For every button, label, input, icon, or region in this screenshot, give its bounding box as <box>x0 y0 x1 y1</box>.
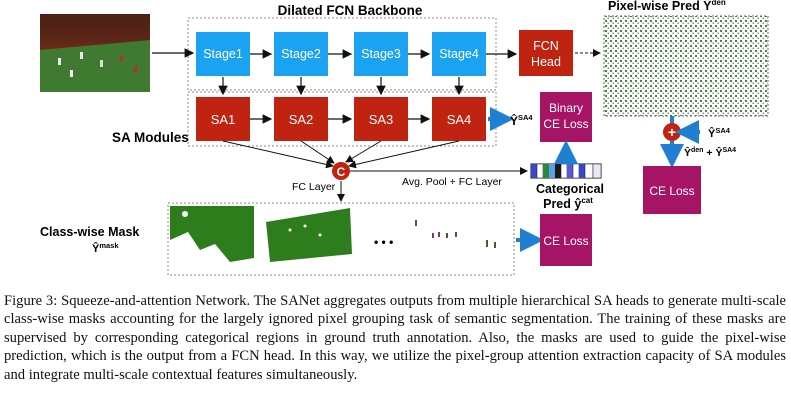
sa-1: SA1 <box>196 97 250 141</box>
pixelwise-pred-title: Pixel-wise Pred Ŷden <box>608 0 726 13</box>
input-image <box>40 14 150 92</box>
sa-modules-box <box>187 91 497 147</box>
mask-thumbnail-2 <box>266 208 352 262</box>
sa-4-label: SA4 <box>447 112 472 127</box>
mask-ce-loss-label: CE Loss <box>543 234 588 248</box>
mask-thumbnail-1 <box>170 206 254 270</box>
final-ce-loss: CE Loss <box>643 166 701 214</box>
stage-4: Stage4 <box>432 32 486 76</box>
concat-node: C <box>332 162 350 180</box>
backbone-title: Dilated FCN Backbone <box>278 3 423 18</box>
fcn-head-line2: Head <box>531 55 561 69</box>
stage-2-label: Stage2 <box>281 47 321 61</box>
sanet-figure: Dilated FCN Backbone Stage1 Stage2 Stage… <box>40 0 769 276</box>
figure-caption: Figure 3: Squeeze-and-attention Network.… <box>4 293 786 383</box>
mask-box <box>167 202 515 276</box>
sa-1-label: SA1 <box>211 112 236 127</box>
categorical-pred-vector <box>530 163 602 179</box>
final-ce-loss-label: CE Loss <box>649 184 694 198</box>
sa-3: SA3 <box>354 97 408 141</box>
y-mask-label: Ŷmask <box>92 241 119 255</box>
ellipsis: • • • <box>374 235 393 249</box>
categorical-pred-label-1: Categorical <box>536 182 604 196</box>
sa-4: SA4 <box>432 97 486 141</box>
fcn-head-line1: FCN <box>533 39 559 53</box>
sa-3-label: SA3 <box>369 112 394 127</box>
sum-formula: Ŷden + ŶSA4 <box>684 146 736 159</box>
binary-ce-loss-line2: CE Loss <box>543 117 588 131</box>
fc-layer-label: FC Layer <box>292 181 336 193</box>
mask-thumbnail-3 <box>415 220 496 248</box>
mask-ce-loss: CE Loss <box>540 214 592 266</box>
sa-modules-label: SA Modules <box>112 130 189 145</box>
concat-symbol: C <box>337 165 346 179</box>
y-sa4-label: ŶSA4 <box>510 113 533 128</box>
pixelwise-pred-map <box>603 15 769 117</box>
binary-ce-loss-line1: Binary <box>549 101 583 115</box>
stage-1-label: Stage1 <box>203 47 243 61</box>
sum-symbol: + <box>668 124 676 140</box>
stage-4-label: Stage4 <box>439 47 479 61</box>
stage-3-label: Stage3 <box>361 47 401 61</box>
stage-2: Stage2 <box>274 32 328 76</box>
binary-ce-loss: Binary CE Loss <box>540 92 592 142</box>
categorical-pred-label-2: Pred ŷcat <box>543 196 593 211</box>
sum-input-label: ŶSA4 <box>708 126 731 140</box>
stage-3: Stage3 <box>354 32 408 76</box>
sa-2-label: SA2 <box>289 112 314 127</box>
stage-1: Stage1 <box>196 32 250 76</box>
classwise-mask-label: Class-wise Mask <box>40 225 139 239</box>
sum-node: + <box>663 123 681 141</box>
avg-pool-fc-label: Avg. Pool + FC Layer <box>402 176 502 188</box>
sa-2: SA2 <box>274 97 328 141</box>
fcn-head: FCN Head <box>519 30 573 76</box>
